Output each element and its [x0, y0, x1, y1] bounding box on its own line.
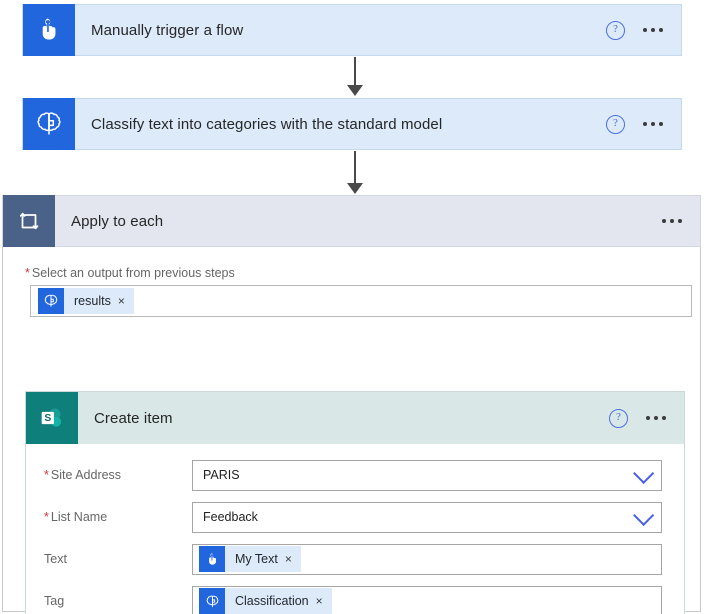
trigger-card-title: Manually trigger a flow [91, 21, 244, 39]
create-item-header[interactable]: S Create item ? [26, 392, 684, 444]
chevron-down-icon[interactable] [633, 504, 655, 526]
loop-repeat-icon [3, 195, 55, 247]
scope-header[interactable]: Apply to each [2, 195, 701, 247]
action-card-classify-text[interactable]: Classify text into categories with the s… [22, 98, 682, 150]
token-my-text[interactable]: My Text × [199, 546, 301, 572]
scope-actions [662, 196, 700, 246]
svg-text:S: S [44, 413, 51, 424]
more-options-icon[interactable] [643, 122, 663, 126]
help-icon[interactable]: ? [606, 114, 625, 134]
action-card-create-item[interactable]: S Create item ? *Site Address [25, 391, 685, 614]
classify-card-actions: ? [606, 99, 681, 149]
select-output-label-text: Select an output from previous steps [31, 266, 235, 280]
scope-icon-wrap [3, 195, 55, 247]
hand-tap-icon [23, 4, 75, 56]
token-label: My Text [235, 552, 278, 566]
token-remove-icon[interactable]: × [315, 594, 323, 608]
select-output-input[interactable]: results × [30, 285, 692, 317]
site-address-label-text: Site Address [50, 468, 122, 482]
token-remove-icon[interactable]: × [117, 294, 125, 308]
hand-tap-icon [199, 546, 225, 572]
ai-builder-brain-icon [23, 98, 75, 150]
create-item-icon-wrap: S [26, 392, 78, 444]
chevron-down-icon[interactable] [633, 462, 655, 484]
more-options-icon[interactable] [646, 416, 666, 420]
ai-builder-brain-icon [38, 288, 64, 314]
required-asterisk: * [44, 510, 49, 524]
site-address-value: PARIS [203, 468, 240, 482]
tag-label: Tag [44, 594, 65, 608]
classify-card-title: Classify text into categories with the s… [91, 115, 443, 133]
ai-builder-brain-icon [199, 588, 225, 614]
site-address-label: *Site Address [44, 468, 192, 482]
create-item-body: *Site Address PARIS *List Name [26, 444, 684, 614]
create-item-title: Create item [94, 409, 173, 427]
list-name-label-text: List Name [50, 510, 108, 524]
classify-card-icon-wrap [23, 98, 75, 150]
connector-arrow-2 [343, 151, 367, 195]
text-label: Text [44, 552, 67, 566]
required-asterisk: * [44, 468, 49, 482]
form-row-list-name: *List Name Feedback [26, 496, 684, 538]
form-row-site-address: *Site Address PARIS [26, 454, 684, 496]
token-remove-icon[interactable]: × [284, 552, 292, 566]
form-row-text: Text My Text × [26, 538, 684, 580]
tag-input[interactable]: Classification × [192, 585, 662, 614]
more-options-icon[interactable] [662, 219, 682, 223]
required-asterisk: * [25, 266, 30, 280]
connector-arrow-1 [343, 57, 367, 97]
trigger-card-actions: ? [606, 5, 681, 55]
token-label: results [74, 294, 111, 308]
text-input[interactable]: My Text × [192, 543, 662, 575]
token-classification[interactable]: Classification × [199, 588, 332, 614]
form-row-tag: Tag [26, 580, 684, 614]
token-results[interactable]: results × [38, 288, 134, 314]
trigger-card-icon-wrap [23, 4, 75, 56]
help-icon[interactable]: ? [606, 20, 625, 40]
list-name-label: *List Name [44, 510, 192, 524]
scope-body: *Select an output from previous steps [3, 248, 700, 614]
select-output-label: *Select an output from previous steps [25, 266, 235, 280]
scope-card-apply-to-each[interactable]: Apply to each *Select an output from pre… [2, 195, 701, 614]
token-label: Classification [235, 594, 309, 608]
site-address-dropdown[interactable]: PARIS [192, 459, 662, 491]
trigger-card-manually-trigger-a-flow[interactable]: Manually trigger a flow ? [22, 4, 682, 56]
help-icon[interactable]: ? [609, 408, 628, 428]
list-name-dropdown[interactable]: Feedback [192, 501, 662, 533]
more-options-icon[interactable] [643, 28, 663, 32]
sharepoint-icon: S [26, 392, 78, 444]
scope-title: Apply to each [71, 212, 164, 230]
list-name-value: Feedback [203, 510, 258, 524]
create-item-actions: ? [609, 392, 684, 444]
